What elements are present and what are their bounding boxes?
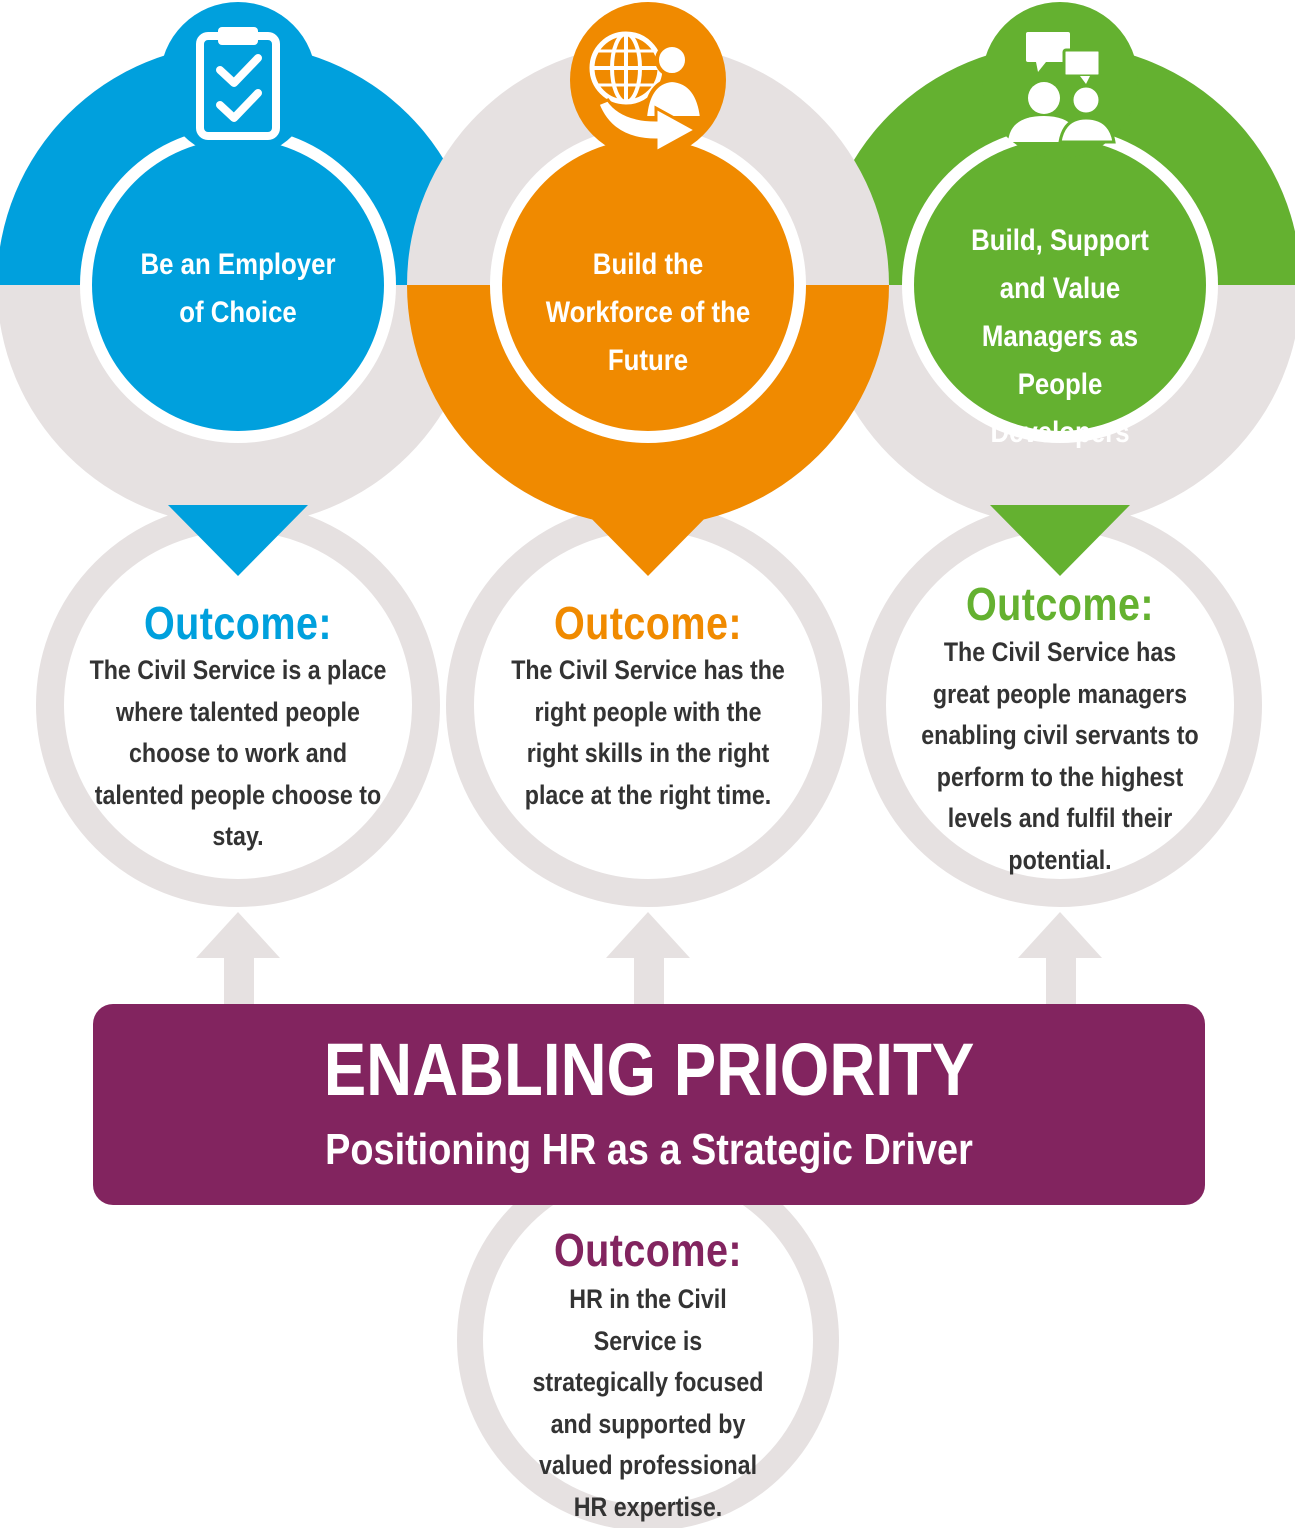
pillar-ring-green <box>819 44 1295 576</box>
enabling-priority-heading: ENABLING PRIORITY <box>323 1028 975 1111</box>
outcome-heading-2: Outcome: <box>553 597 743 649</box>
up-arrow-1 <box>196 912 280 1005</box>
pillar-ring-orange <box>407 44 889 576</box>
pillar-ring-blue <box>0 44 479 576</box>
clipboard-checklist-icon <box>160 2 316 158</box>
up-arrow-3 <box>1018 912 1102 1005</box>
enabling-priority-subheading: Positioning HR as a Strategic Driver <box>325 1125 973 1174</box>
enabling-outcome-text: HR in the Civil Service is strategically… <box>532 1284 764 1522</box>
enabling-outcome-heading: Outcome: <box>553 1224 743 1276</box>
outcome-heading-3: Outcome: <box>965 578 1155 630</box>
enabling-priority-banner <box>93 1004 1205 1205</box>
people-speech-bubbles-icon <box>982 2 1138 158</box>
pillar-title-3: Build, Support and Value Managers as Peo… <box>971 224 1149 449</box>
pillar-title-1: Be an Employer of Choice <box>140 248 336 329</box>
pillar-title-2: Build the Workforce of the Future <box>545 248 751 377</box>
outcome-text-1: The Civil Service is a place where talen… <box>89 655 387 851</box>
globe-person-arrow-icon <box>570 2 726 158</box>
outcome-text-3: The Civil Service has great people manag… <box>921 637 1199 875</box>
outcome-text-2: The Civil Service has the right people w… <box>511 655 785 810</box>
outcome-heading-1: Outcome: <box>143 597 333 649</box>
up-arrow-2 <box>606 912 690 1005</box>
